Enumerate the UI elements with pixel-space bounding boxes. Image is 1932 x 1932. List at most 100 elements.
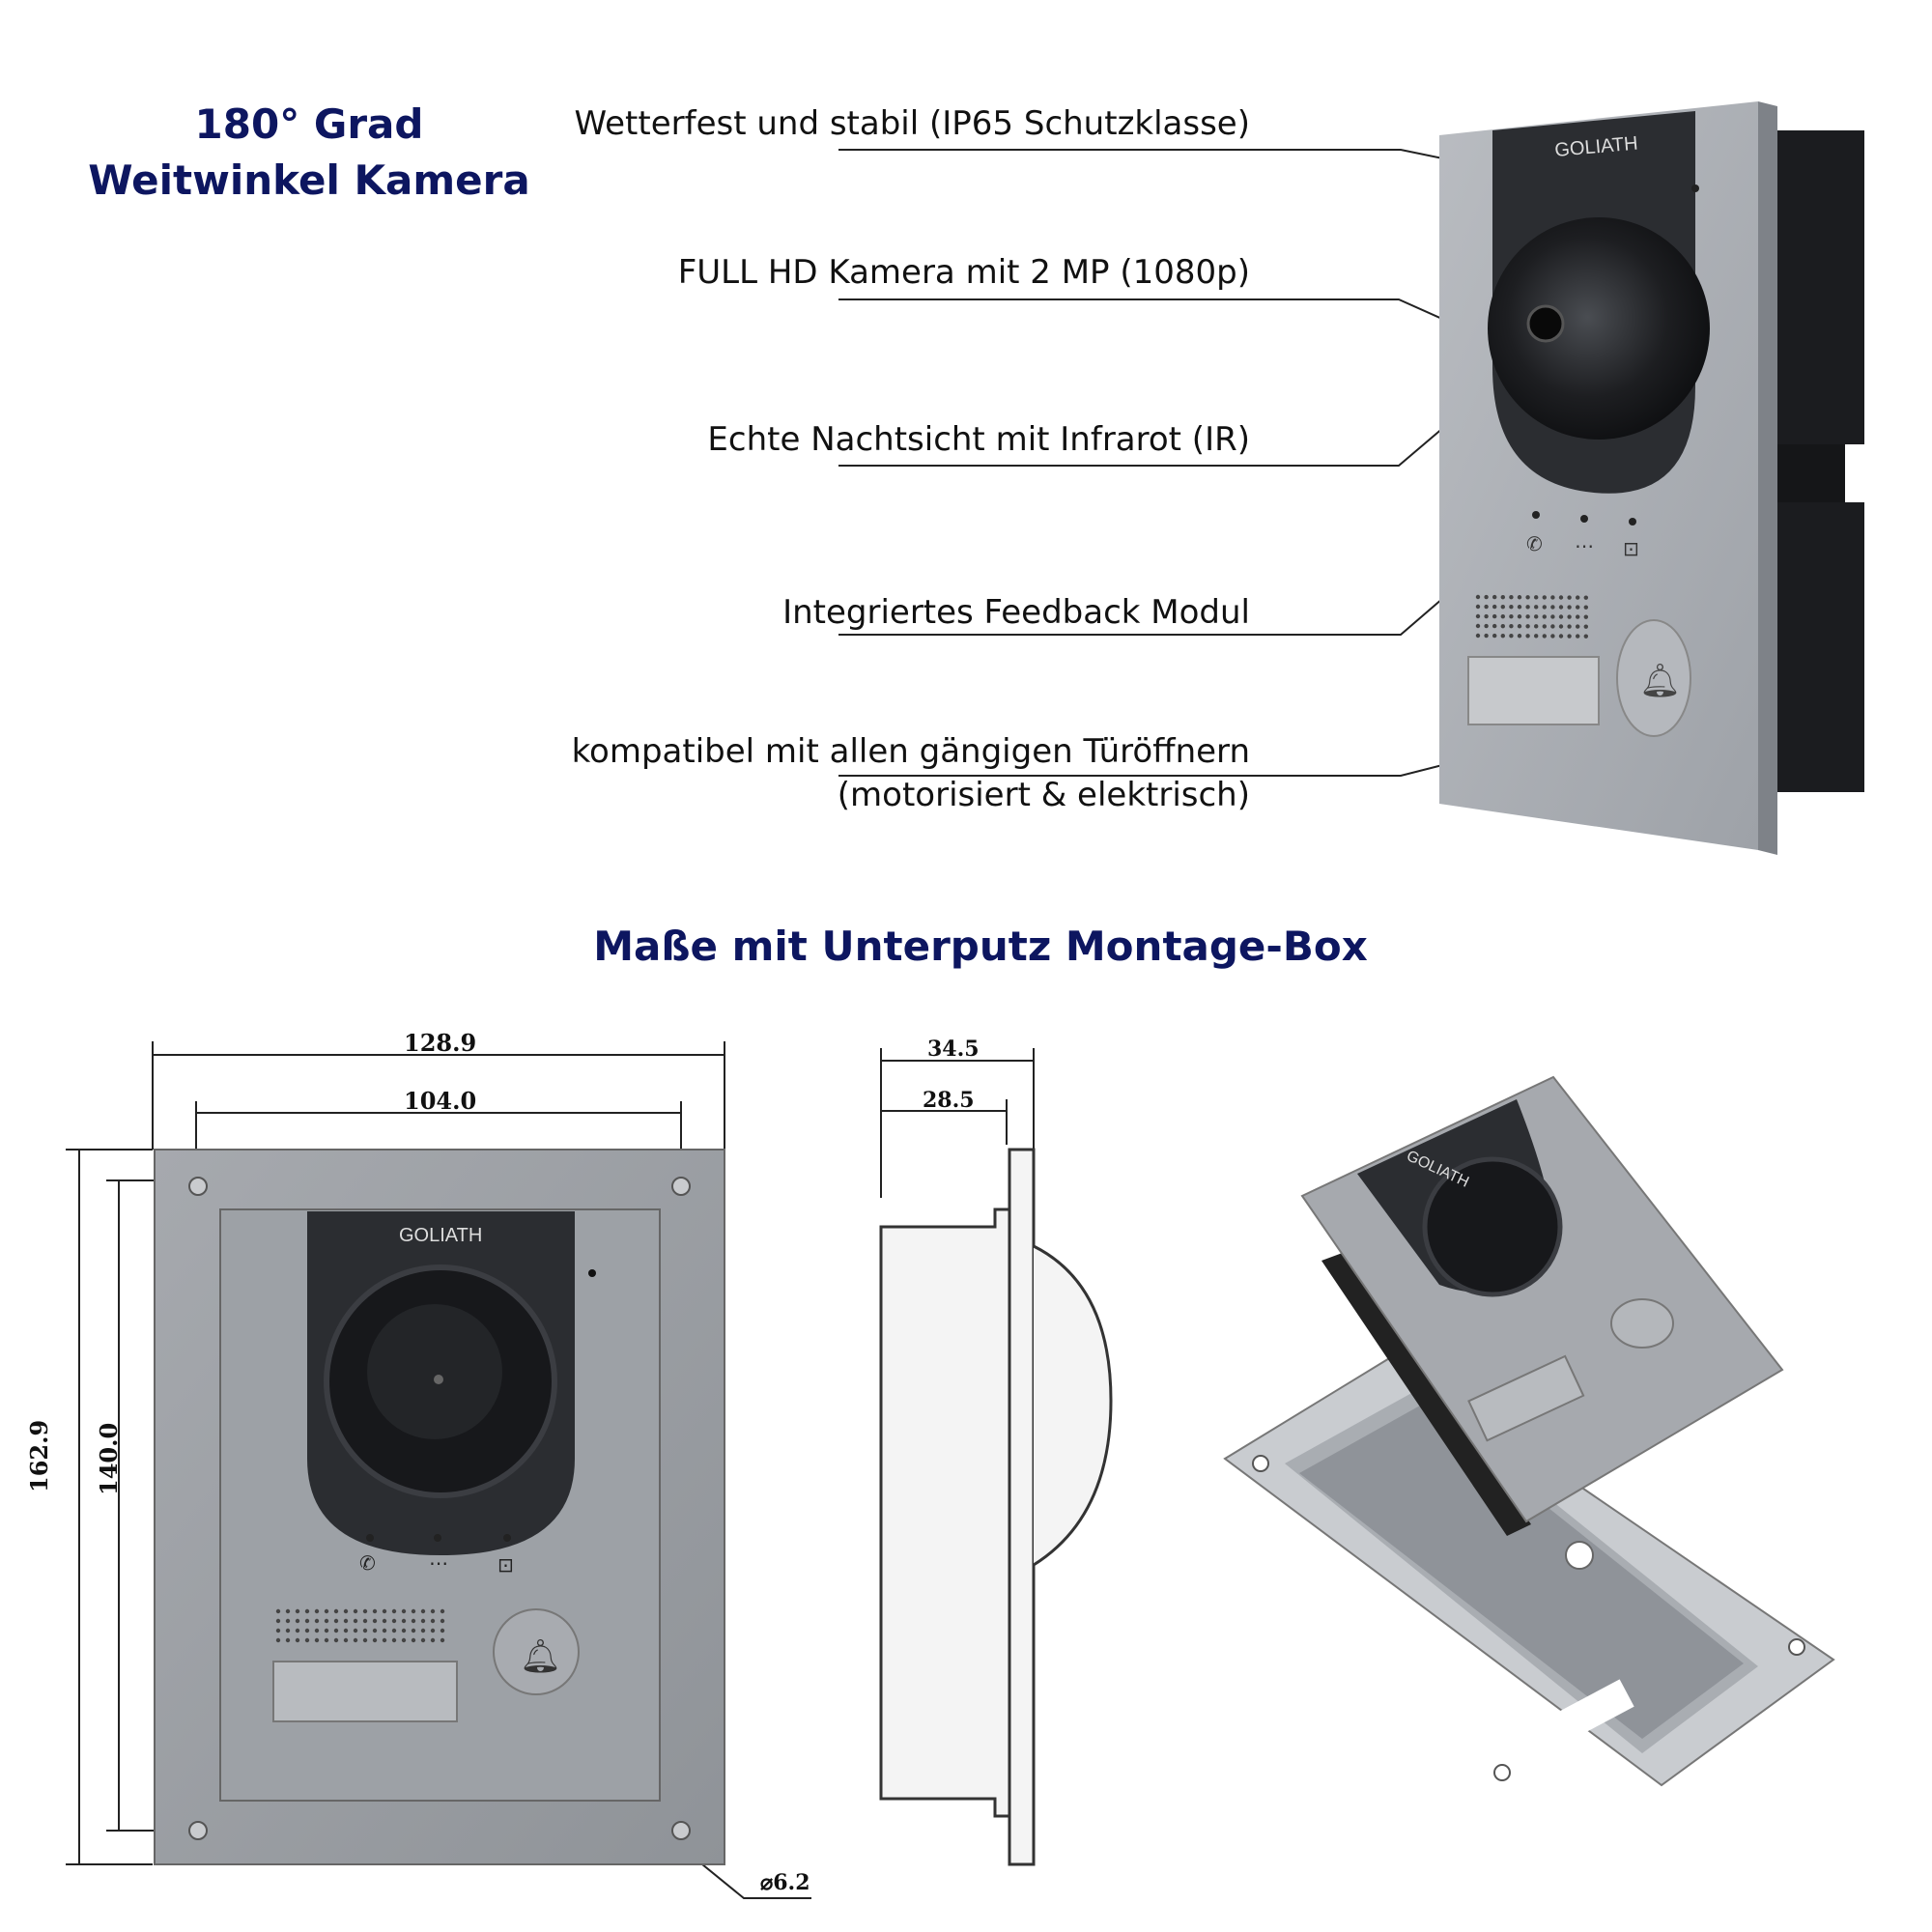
speaker-dot <box>420 1628 426 1634</box>
speaker-dot <box>372 1628 378 1634</box>
speaker-dot <box>362 1618 368 1624</box>
speaker-dot <box>1558 595 1564 600</box>
svg-text:GOLIATH: GOLIATH <box>399 1225 482 1246</box>
speaker-dot <box>285 1608 291 1614</box>
speaker-dot <box>1534 605 1539 610</box>
speaker-dot <box>362 1608 368 1614</box>
svg-text:✆: ✆ <box>359 1551 376 1575</box>
speaker-dot <box>304 1628 310 1634</box>
speaker-dot <box>1534 634 1539 639</box>
speaker-dot <box>304 1608 310 1614</box>
speaker-dot <box>440 1618 445 1624</box>
speaker-dot <box>1517 605 1522 610</box>
speaker-dot <box>1484 604 1489 610</box>
speaker-dot <box>285 1618 291 1624</box>
speaker-dot <box>1517 634 1522 639</box>
speaker-dot <box>1517 614 1522 619</box>
dim-total-depth: 34.5 <box>927 1037 980 1062</box>
speaker-dot <box>1576 624 1580 629</box>
dim-box-depth: 28.5 <box>923 1088 975 1113</box>
speaker-dot <box>343 1618 349 1624</box>
speaker-dot <box>275 1618 281 1624</box>
speaker-dot <box>1475 604 1481 610</box>
speaker-dot <box>1576 595 1580 600</box>
bell-button <box>1616 619 1691 737</box>
speaker-dot <box>430 1618 436 1624</box>
speaker-dot <box>420 1618 426 1624</box>
dim-outer-width: 128.9 <box>404 1029 477 1057</box>
speaker-dot <box>1576 614 1580 619</box>
speaker-dot <box>333 1628 339 1634</box>
dim-inner-height: 140.0 <box>95 1422 123 1495</box>
speaker-dot <box>430 1628 436 1634</box>
handset-icon: ✆ <box>1526 532 1543 555</box>
speaker-dot <box>333 1637 339 1643</box>
speaker-dot <box>343 1637 349 1643</box>
speaker-dot <box>324 1637 329 1643</box>
dim-outer-height: 162.9 <box>25 1419 53 1492</box>
speaker-dot <box>372 1637 378 1643</box>
speaker-dot <box>1492 623 1497 629</box>
speaker-dot <box>382 1628 387 1634</box>
speaker-dot <box>1475 633 1481 639</box>
speaker-dot <box>333 1618 339 1624</box>
speaker-dot <box>275 1608 281 1614</box>
speaker-dot <box>1583 624 1589 629</box>
speaker-dot <box>1509 614 1514 619</box>
speaker-dot <box>324 1618 329 1624</box>
speaker-dot <box>343 1628 349 1634</box>
speaker-dot <box>1484 623 1489 629</box>
speaker-dot <box>1567 614 1572 619</box>
speaker-dot <box>1550 605 1555 610</box>
svg-text:⋯: ⋯ <box>429 1551 448 1575</box>
speaker-dot <box>353 1628 358 1634</box>
speaker-dot <box>295 1628 300 1634</box>
speaker-dot <box>314 1637 320 1643</box>
speaker-dot <box>1509 624 1514 629</box>
bell-icon: 🔔︎ <box>1639 662 1681 700</box>
speaker-dot <box>1558 614 1564 619</box>
top-heading: 180° Grad Weitwinkel Kamera <box>58 97 560 209</box>
speaker-dot <box>1500 633 1506 639</box>
speaker-dot <box>1542 605 1548 610</box>
section-heading: Maße mit Unterputz Montage-Box <box>593 923 1368 970</box>
feature-weatherproof: Wetterfest und stabil (IP65 Schutzklasse… <box>574 104 1251 143</box>
speaker-dot <box>1500 604 1506 610</box>
speaker-dot <box>275 1628 281 1634</box>
speaker-dot <box>440 1608 445 1614</box>
speaker-dot <box>1500 623 1506 629</box>
speaker-dot <box>362 1637 368 1643</box>
speaker-dot <box>1509 595 1514 600</box>
speaker-dot <box>372 1618 378 1624</box>
speaker-dot <box>1542 624 1548 629</box>
speaker-dot <box>304 1637 310 1643</box>
speaker-dot <box>314 1628 320 1634</box>
speaker-dot <box>1542 634 1548 639</box>
feature-fullhd: FULL HD Kamera mit 2 MP (1080p) <box>677 253 1250 292</box>
unlock-icon: ⊡ <box>1623 537 1639 560</box>
speaker-dot <box>1550 634 1555 639</box>
speaker-dot <box>324 1628 329 1634</box>
speaker-dot <box>1542 614 1548 619</box>
speaker-dot <box>1525 605 1530 610</box>
dim-inner-width: 104.0 <box>404 1087 477 1115</box>
speaker-dot <box>295 1637 300 1643</box>
speaker-dot <box>420 1637 426 1643</box>
speaker-dot <box>401 1608 407 1614</box>
speaker-dot <box>1567 595 1572 600</box>
speaker-dot <box>1492 613 1497 619</box>
speaker-dot <box>353 1618 358 1624</box>
feature-feedback: Integriertes Feedback Modul <box>782 593 1250 632</box>
speaker-dot <box>1542 595 1548 600</box>
speaker-dot <box>295 1608 300 1614</box>
speaker-dot <box>1475 613 1481 619</box>
speaker-dot <box>1583 614 1589 619</box>
speaker-dot <box>362 1628 368 1634</box>
svg-text:🔔︎: 🔔︎ <box>520 1637 561 1676</box>
speaker-dot <box>343 1608 349 1614</box>
speaker-dot <box>411 1608 416 1614</box>
